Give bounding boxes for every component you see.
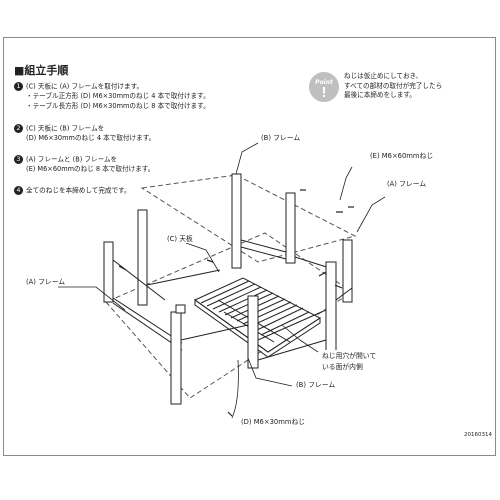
e-screw-label: (E) M6×60mmねじ: [370, 150, 434, 160]
assembly-heading: ■組立手順: [14, 64, 69, 77]
frame-outline-top: [140, 174, 357, 263]
leader-lines: [58, 142, 386, 419]
point-note-line: 最後に本締めをします。: [344, 91, 416, 99]
step-text: 全てのねじを本締めして完成です。: [26, 186, 131, 195]
step-number: 1: [14, 82, 23, 91]
step-3: 3(A) フレームと (B) フレームを (E) M6×60mmのねじ 8 本で…: [14, 155, 154, 175]
d-screw-label: (D) M6×30mmねじ: [241, 416, 306, 426]
b-frame-label-top: (B) フレーム: [261, 132, 301, 142]
b-frame-label-bottom: (B) フレーム: [296, 379, 336, 389]
c-top-label: (C) 天板: [167, 233, 193, 243]
point-note-line: ねじは仮止めにしておき、: [344, 72, 423, 80]
exclamation-icon: [323, 87, 325, 97]
front-legs: [170, 239, 353, 405]
step-2: 2(C) 天板に (B) フレームを (D) M6×30mmのねじ 4 本で取付…: [14, 124, 155, 144]
step-1: 1(C) 天板に (A) フレームを取付けます。 ・テーブル正方形 (D) M6…: [14, 82, 210, 111]
point-badge-label: Point: [315, 79, 333, 86]
point-badge: Point: [309, 72, 339, 102]
hole-note-line-1: ねじ用穴が開いて: [322, 350, 377, 360]
step-text: (C) 天板に (A) フレームを取付けます。: [26, 82, 144, 91]
b-frame-back: [231, 173, 337, 271]
step-text: (D) M6×30mmのねじ 4 本で取付けます。: [26, 134, 156, 142]
a-frame-label-left: (A) フレーム: [26, 276, 66, 286]
step-text: ・テーブル長方形 (D) M6×30mmのねじ 8 本で取付けます。: [26, 101, 210, 110]
instruction-panel: [3, 37, 496, 456]
hole-note-line-2: いる面が内側: [322, 361, 363, 371]
date-code: 20160314: [464, 432, 492, 438]
a-frame-left: [103, 209, 221, 351]
step-text: ・テーブル正方形 (D) M6×30mmのねじ 4 本で取付けます。: [26, 92, 210, 100]
step-number: 4: [14, 186, 23, 195]
step-text: (C) 天板に (B) フレームを: [26, 124, 105, 133]
point-note-line: すべての部材の取付が完了したら: [344, 81, 443, 90]
screws: [118, 189, 354, 417]
point-note: ねじは仮止めにしておき、 すべての部材の取付が完了したら 最後に本締めをします。: [344, 72, 442, 101]
a-frame-label-right: (A) フレーム: [387, 178, 427, 188]
step-text: (E) M6×60mmのねじ 8 本で取付けます。: [26, 165, 155, 173]
step-number: 3: [14, 155, 23, 164]
step-number: 2: [14, 124, 23, 133]
step-text: (A) フレームと (B) フレームを: [26, 155, 118, 164]
